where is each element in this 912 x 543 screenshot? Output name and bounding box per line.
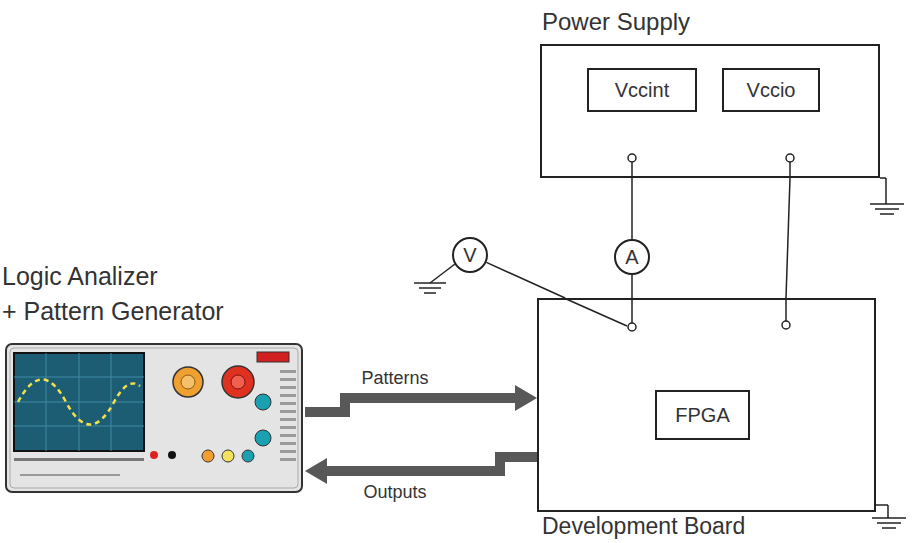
wire-stub <box>785 298 787 321</box>
wire-stub <box>631 162 633 178</box>
ground-symbol <box>419 287 441 289</box>
analyzer-bevel <box>10 348 298 488</box>
ground-symbol <box>882 527 896 529</box>
wire <box>631 275 633 298</box>
wire-stub <box>631 298 633 323</box>
teal-button <box>255 430 271 446</box>
ground-wire <box>887 505 889 518</box>
edge-label: Outputs <box>363 483 426 503</box>
supply-rail-box: Vccint <box>587 68 697 112</box>
ground-wire <box>885 178 887 204</box>
terminal <box>628 323 636 331</box>
ground-wire <box>876 504 888 506</box>
ground-symbol <box>877 522 901 524</box>
black-jack <box>168 451 176 459</box>
ground-symbol <box>880 213 894 215</box>
sine-trace <box>18 380 140 425</box>
ground-wire <box>430 264 455 283</box>
node-heading: + Pattern Generator <box>2 298 224 326</box>
development-board-box: Development BoardFPGA <box>537 298 876 512</box>
node-label: FPGA <box>675 404 729 426</box>
analyzer-screen <box>14 353 144 451</box>
node-label: V <box>463 244 476 266</box>
terminal <box>782 321 790 329</box>
ammeter-circle: A <box>614 239 650 275</box>
teal-button <box>255 394 271 410</box>
ground-symbol <box>870 203 904 205</box>
wire <box>786 178 790 298</box>
wire <box>631 178 633 239</box>
red-knob <box>222 366 254 398</box>
fpga-box: FPGA <box>655 390 750 440</box>
logic-analyzer: Logic Analizer+ Pattern Generator <box>5 343 305 495</box>
terminal <box>786 154 794 162</box>
node-label: A <box>625 246 638 268</box>
red-jack <box>150 451 158 459</box>
knob-cap <box>181 375 195 389</box>
wire-stub <box>789 162 791 178</box>
yellow-button <box>222 450 234 462</box>
edge-label: Patterns <box>361 369 428 389</box>
signal-bus-arrow <box>327 457 537 471</box>
voltmeter-circle: V <box>452 237 488 273</box>
signal-bus-arrow <box>305 398 515 412</box>
orange-button <box>202 450 214 462</box>
panel-slot <box>20 474 120 476</box>
wire-stub <box>564 298 627 326</box>
side-slots <box>280 370 296 461</box>
screen-grid <box>14 353 144 451</box>
ground-symbol <box>424 292 436 294</box>
node-heading: Power Supply <box>542 9 690 35</box>
node-heading: Development Board <box>542 514 745 539</box>
logic-analyzer-illustration <box>6 344 302 492</box>
analyzer-body <box>6 344 302 492</box>
ground-wire <box>880 177 886 179</box>
ground-symbol <box>872 517 906 519</box>
ground-symbol <box>414 282 446 284</box>
supply-rail-box: Vccio <box>722 68 820 112</box>
node-label: Vccint <box>615 79 669 101</box>
node-heading: Logic Analizer <box>2 263 158 291</box>
ground-symbol <box>875 208 899 210</box>
screen-shelf <box>14 458 144 461</box>
node-label: Vccio <box>747 79 796 101</box>
wire <box>486 262 565 298</box>
orange-knob <box>173 367 203 397</box>
power-supply-box: Power SupplyVccintVccio <box>540 44 880 178</box>
red-display <box>257 352 289 362</box>
teal-button <box>242 450 254 462</box>
knob-cap <box>231 375 245 389</box>
terminal <box>628 154 636 162</box>
